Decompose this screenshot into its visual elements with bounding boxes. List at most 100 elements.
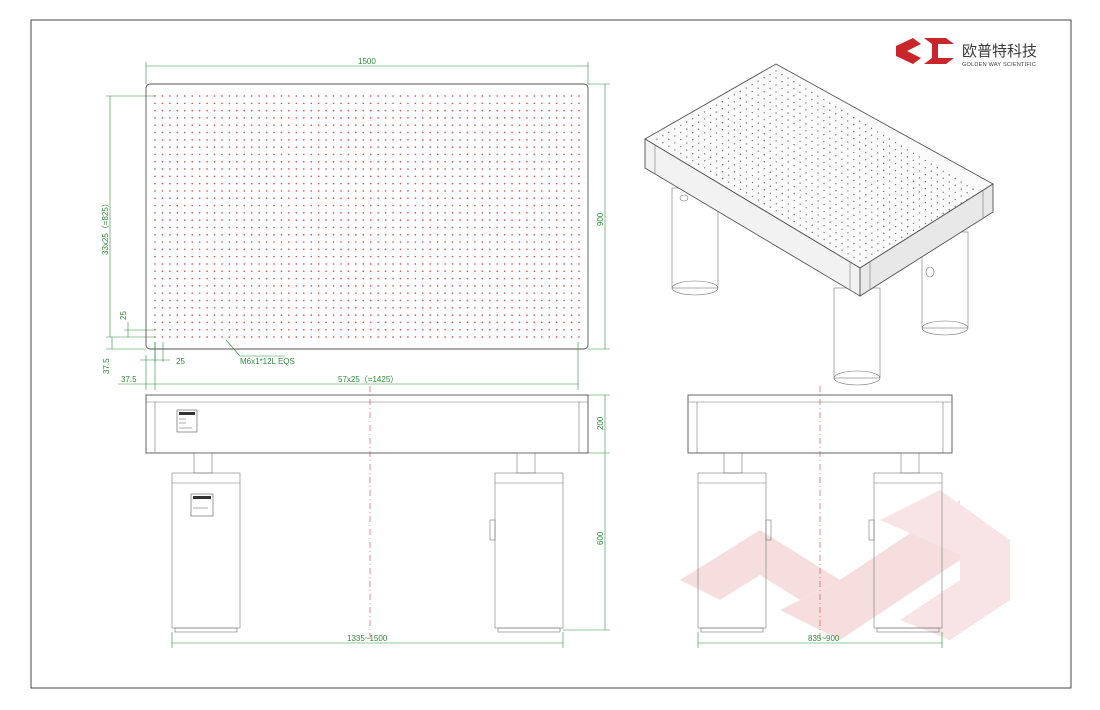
mounting-hole — [310, 124, 313, 127]
iso-hole — [769, 192, 772, 194]
mounting-hole — [392, 182, 394, 185]
mounting-hole — [176, 255, 179, 258]
iso-hole — [769, 171, 772, 173]
mounting-hole — [414, 255, 417, 258]
mounting-hole — [392, 146, 394, 148]
iso-hole — [781, 80, 783, 83]
mounting-hole — [340, 131, 342, 134]
mounting-hole — [369, 263, 372, 265]
iso-hole — [847, 253, 849, 255]
mounting-hole — [206, 263, 208, 265]
mounting-hole — [377, 241, 380, 243]
mounting-hole — [243, 299, 246, 302]
mounting-hole — [444, 168, 446, 170]
iso-hole — [966, 184, 968, 187]
iso-hole — [739, 104, 742, 107]
mounting-hole — [288, 153, 290, 156]
mounting-hole — [526, 117, 528, 119]
iso-hole — [733, 115, 736, 117]
dim-hole-spacing-v: 25 — [119, 311, 128, 320]
mounting-hole — [578, 233, 580, 236]
mounting-hole — [414, 277, 417, 280]
mounting-hole — [563, 212, 565, 214]
mounting-hole — [518, 270, 521, 273]
mounting-hole — [258, 182, 260, 185]
mounting-hole — [154, 277, 156, 280]
mounting-hole — [578, 314, 580, 316]
mounting-hole — [325, 277, 327, 280]
mounting-hole — [451, 190, 454, 192]
iso-hole — [894, 169, 897, 172]
mounting-hole — [503, 146, 506, 148]
iso-hole — [871, 232, 873, 234]
iso-hole — [859, 211, 861, 213]
iso-hole — [709, 135, 712, 138]
iso-hole — [704, 167, 706, 169]
mounting-hole — [563, 306, 565, 309]
mounting-hole — [243, 292, 246, 295]
mounting-hole — [511, 109, 513, 112]
mounting-hole — [310, 321, 313, 324]
iso-hole — [853, 137, 855, 140]
iso-hole — [924, 159, 927, 162]
mounting-hole — [570, 270, 573, 273]
mounting-hole — [377, 321, 380, 324]
mounting-hole — [481, 124, 484, 127]
mounting-hole — [347, 314, 350, 316]
iso-hole — [811, 196, 813, 199]
mounting-hole — [169, 233, 171, 236]
iso-hole — [793, 213, 795, 216]
mounting-hole — [176, 241, 179, 243]
iso-hole — [787, 175, 789, 177]
mounting-hole — [384, 226, 387, 229]
mounting-hole — [399, 248, 402, 251]
iso-hole — [692, 159, 694, 162]
mounting-hole — [407, 321, 409, 324]
mounting-hole — [369, 175, 372, 178]
iso-hole — [763, 175, 766, 177]
mounting-hole — [325, 306, 327, 309]
mounting-hole — [169, 277, 171, 280]
mounting-hole — [570, 328, 573, 331]
iso-hole — [715, 111, 718, 113]
mounting-hole — [154, 138, 156, 141]
mounting-hole — [466, 226, 469, 229]
mounting-hole — [198, 306, 201, 309]
mounting-hole — [377, 168, 380, 170]
iso-hole — [835, 127, 837, 129]
mounting-hole — [459, 263, 461, 265]
mounting-hole — [354, 131, 357, 134]
mounting-hole — [540, 219, 543, 221]
mounting-hole — [198, 263, 201, 265]
iso-hole — [882, 134, 885, 137]
mounting-hole — [317, 190, 320, 192]
mounting-hole — [488, 153, 491, 156]
hole-spec-label: M6x1*12L EQS — [240, 357, 295, 366]
mounting-hole — [429, 95, 432, 97]
mounting-hole — [250, 292, 253, 295]
mounting-hole — [570, 182, 573, 185]
mounting-hole — [511, 226, 513, 229]
iso-hole — [709, 142, 712, 145]
mounting-hole — [459, 270, 461, 273]
mounting-hole — [414, 263, 417, 265]
mounting-hole — [288, 204, 290, 207]
mounting-hole — [533, 160, 536, 163]
mounting-hole — [578, 190, 580, 192]
iso-hole — [858, 127, 861, 129]
mounting-hole — [488, 241, 491, 243]
mounting-hole — [332, 241, 335, 243]
iso-hole — [900, 222, 903, 224]
mounting-hole — [518, 328, 521, 331]
mounting-hole — [526, 109, 528, 112]
iso-hole — [823, 189, 825, 192]
mounting-hole — [198, 321, 201, 324]
iso-hole — [829, 130, 831, 132]
mounting-hole — [250, 248, 253, 251]
iso-hole — [841, 214, 843, 216]
mounting-hole — [466, 248, 469, 251]
mounting-hole — [503, 124, 506, 127]
iso-hole — [763, 161, 766, 163]
mounting-hole — [526, 255, 528, 258]
mounting-hole — [518, 255, 521, 258]
